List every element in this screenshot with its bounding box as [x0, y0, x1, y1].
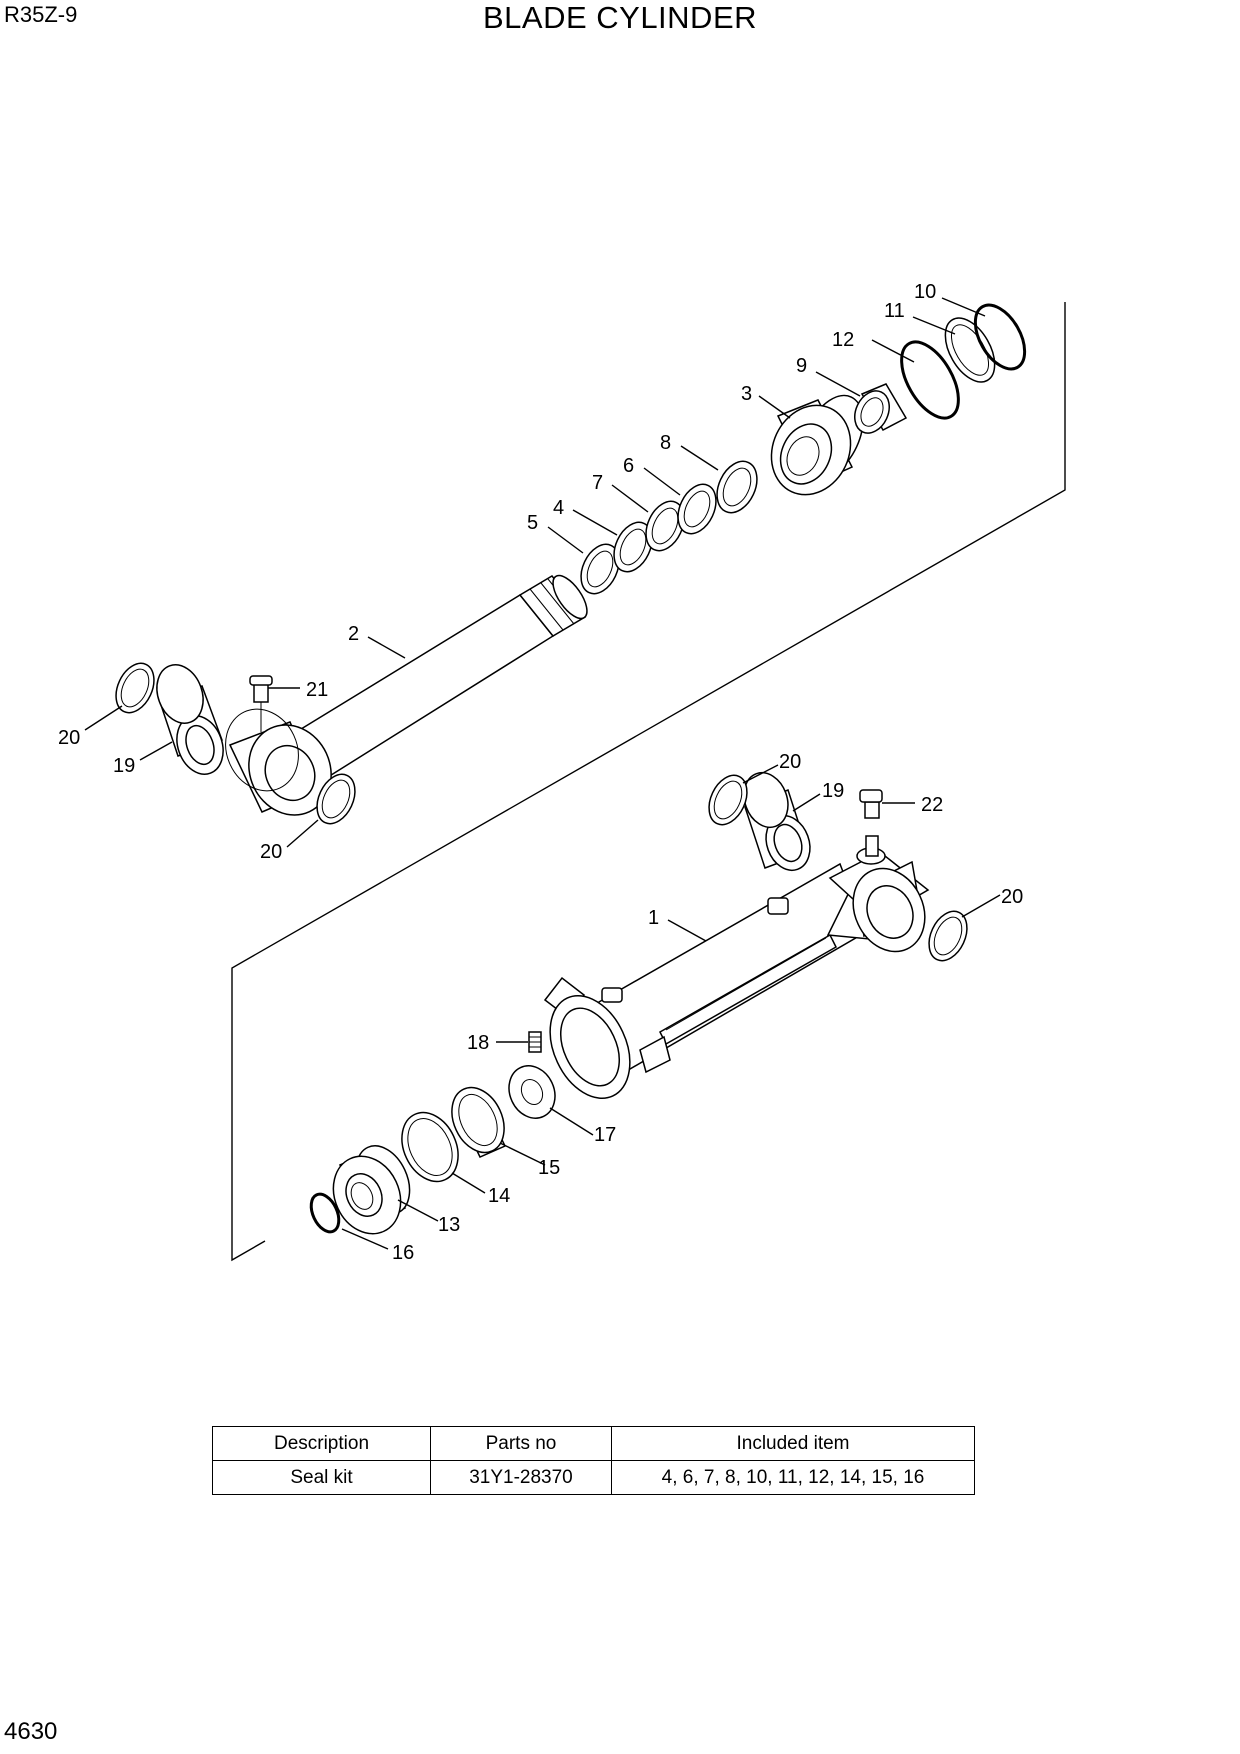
callout-2: 2 [348, 623, 359, 645]
set-screw-18 [528, 1031, 542, 1053]
bushing-19-tube [743, 771, 811, 872]
callout-18: 18 [467, 1032, 489, 1054]
callout-1: 1 [648, 907, 659, 929]
callout-10: 10 [914, 281, 936, 303]
seal-8 [716, 460, 758, 514]
callout-4: 4 [553, 497, 564, 519]
callout-13: 13 [438, 1214, 460, 1236]
callout-19-tube: 19 [822, 780, 844, 802]
callout-20-tube-right: 20 [1001, 886, 1023, 908]
callout-16: 16 [392, 1242, 414, 1264]
callout-15: 15 [538, 1157, 560, 1179]
tube-open-end [549, 994, 631, 1100]
callout-3: 3 [741, 383, 752, 405]
seal-6 [677, 483, 717, 535]
bushing-9 [854, 383, 908, 434]
wear-ring-15 [451, 1086, 507, 1158]
column-header-description: Description [212, 1426, 431, 1461]
o-ring-10 [973, 303, 1027, 371]
dust-seal-20-tube-left [708, 774, 748, 826]
dust-seal-20-tube-right [928, 910, 968, 962]
callout-20-rod-right: 20 [260, 841, 282, 863]
o-ring-12 [900, 340, 960, 420]
callout-19-rod: 19 [113, 755, 135, 777]
seal-kit-table: Description Parts no Included item Seal … [212, 1426, 975, 1495]
dust-seal-20-rod-right [316, 773, 356, 825]
leader-lines [84, 297, 1001, 1250]
cell-description: Seal kit [212, 1460, 431, 1495]
cell-parts-no: 31Y1-28370 [430, 1460, 612, 1495]
rod-cover-3 [770, 394, 864, 496]
assembly-outline [231, 302, 1066, 1262]
callout-9: 9 [796, 355, 807, 377]
callout-20-tube-left: 20 [779, 751, 801, 773]
callout-20-rod-left: 20 [58, 727, 80, 749]
callout-21: 21 [306, 679, 328, 701]
column-header-included-item: Included item [611, 1426, 975, 1461]
callout-17: 17 [594, 1124, 616, 1146]
tube-head-eye [828, 835, 930, 953]
piston-rod [286, 574, 588, 784]
table-row: Seal kit 31Y1-28370 4, 6, 7, 8, 10, 11, … [212, 1460, 975, 1495]
seal-7 [645, 500, 685, 552]
dust-seal-20-rod-left [115, 662, 155, 714]
piston-seal-14 [401, 1111, 459, 1183]
page-title: BLADE CYLINDER [482, 0, 758, 35]
table-header-row: Description Parts no Included item [212, 1426, 975, 1461]
piston-nut-17 [508, 1065, 556, 1119]
o-ring-16 [309, 1192, 341, 1234]
callout-5: 5 [527, 512, 538, 534]
callout-22: 22 [921, 794, 943, 816]
callout-12: 12 [832, 329, 854, 351]
piston-13 [332, 1145, 411, 1235]
page-number: 4630 [4, 1718, 58, 1745]
model-code: R35Z-9 [4, 2, 78, 27]
callout-11: 11 [884, 300, 905, 322]
seal-5 [580, 543, 620, 595]
cell-included-item: 4, 6, 7, 8, 10, 11, 12, 14, 15, 16 [611, 1460, 975, 1495]
callout-14: 14 [488, 1185, 510, 1207]
grease-nipple-21 [249, 675, 273, 732]
backup-ring-11 [944, 317, 996, 383]
callout-6: 6 [623, 455, 634, 477]
callout-8: 8 [660, 432, 671, 454]
seal-4 [613, 521, 653, 573]
bushing-19-rod [156, 664, 224, 775]
rod-eye [225, 708, 332, 816]
grease-nipple-22 [859, 789, 883, 819]
column-header-parts-no: Parts no [430, 1426, 612, 1461]
callout-7: 7 [592, 472, 603, 494]
